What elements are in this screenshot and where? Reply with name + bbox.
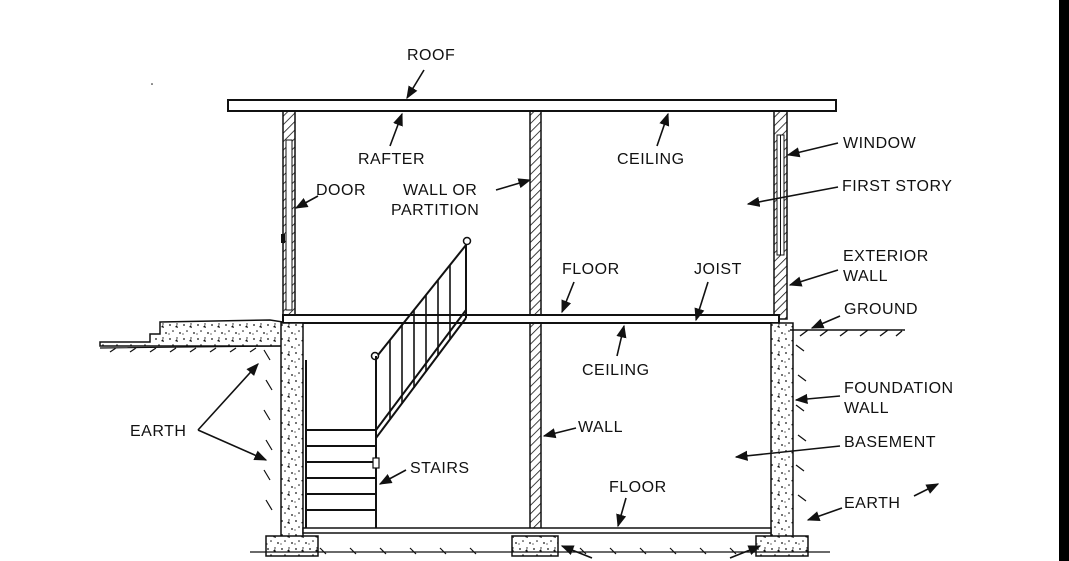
- foundation-wall-left: [263, 322, 304, 539]
- label-joist: JOIST: [694, 261, 742, 278]
- foundation-wall-right: [770, 322, 807, 539]
- label-partition: PARTITION: [391, 202, 479, 219]
- label-ceiling-lower: CEILING: [582, 362, 650, 379]
- ground-left: [99, 319, 284, 353]
- ground-right: [790, 329, 905, 337]
- label-exterior-wall: WALL: [843, 268, 888, 285]
- leader-arrows: [197, 69, 940, 559]
- label-ground: GROUND: [844, 301, 918, 318]
- label-basement: BASEMENT: [844, 434, 936, 451]
- roof-slab: [227, 99, 837, 112]
- label-wall-or: WALL OR: [403, 182, 477, 199]
- right-exterior-wall: [773, 110, 788, 320]
- label-rafter: RAFTER: [358, 151, 425, 168]
- page-edge-border: [1059, 0, 1069, 561]
- label-earth-left: EARTH: [130, 423, 186, 440]
- label-foundation: FOUNDATION: [844, 380, 954, 397]
- label-exterior: EXTERIOR: [843, 248, 929, 265]
- label-stairs: STAIRS: [410, 460, 470, 477]
- upper-partition-wall: [529, 110, 542, 320]
- label-window: WINDOW: [843, 135, 917, 152]
- basement-floor-slab: [250, 527, 830, 557]
- left-exterior-wall: [281, 110, 296, 320]
- basement-wall: [529, 322, 542, 532]
- label-earth-right: EARTH: [844, 495, 900, 512]
- floor-joist-slab: [282, 314, 780, 324]
- label-first-story: FIRST STORY: [842, 178, 952, 195]
- label-foundation-wall: WALL: [844, 400, 889, 417]
- label-wall: WALL: [578, 419, 623, 436]
- label-door: DOOR: [316, 182, 366, 199]
- label-floor-upper: FLOOR: [562, 261, 620, 278]
- label-ceiling-upper: CEILING: [617, 151, 685, 168]
- label-floor-lower: FLOOR: [609, 479, 667, 496]
- stairs: [305, 236, 472, 528]
- label-roof: ROOF: [407, 47, 455, 64]
